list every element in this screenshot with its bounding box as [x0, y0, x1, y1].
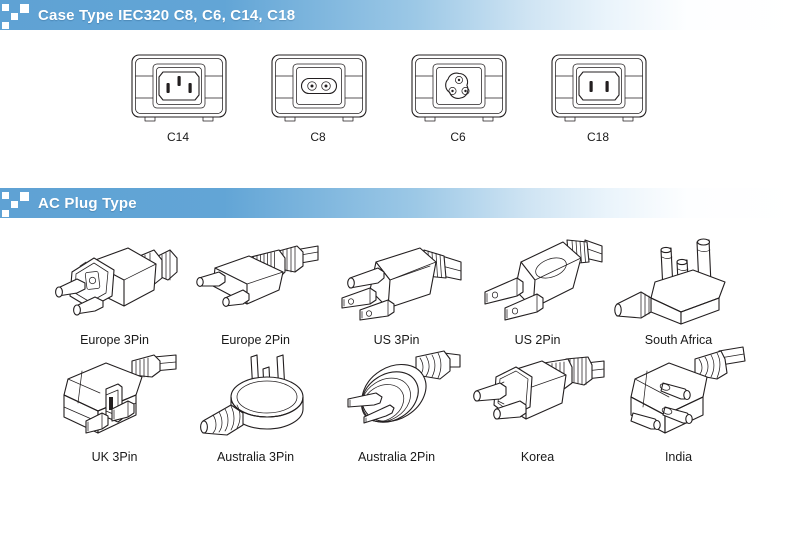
pixel-squares-icon — [0, 0, 32, 30]
plug-caption-australia-3pin: Australia 3Pin — [216, 450, 295, 464]
plug-item-us-3pin: US 3Pin — [326, 236, 467, 347]
plug-australia-3pin-art — [185, 353, 326, 445]
plug-item-europe-3pin: Europe 3Pin — [44, 236, 185, 347]
pixel-squares-icon — [0, 188, 32, 218]
plug-caption-korea: Korea — [520, 450, 555, 464]
iec-caption-c18: C18 — [586, 130, 609, 144]
plug-row-2: UK 3Pin A — [44, 346, 800, 464]
iec-c8-art — [248, 52, 388, 124]
plug-caption-us-3pin: US 3Pin — [373, 333, 420, 347]
plug-caption-europe-3pin: Europe 3Pin — [80, 333, 149, 347]
plug-europe-2pin-art — [185, 236, 326, 328]
iec-c18-art — [528, 52, 668, 124]
plug-us-3pin-art — [326, 236, 467, 328]
plug-australia-2pin-art — [326, 350, 467, 445]
plug-caption-india: India — [664, 450, 693, 464]
iec-c6-art — [388, 52, 528, 124]
plug-south-africa-art — [608, 236, 749, 328]
section-header-ac-plug-type: AC Plug Type — [0, 188, 800, 218]
plug-item-australia-3pin: Australia 3Pin — [185, 353, 326, 464]
plug-item-south-africa: South Africa — [608, 236, 749, 347]
plug-caption-us-2pin: US 2Pin — [514, 333, 561, 347]
plug-item-korea: Korea — [467, 353, 608, 464]
iec-caption-c6: C6 — [450, 130, 466, 144]
plug-item-europe-2pin: Europe 2Pin — [185, 236, 326, 347]
iec-case-type-row: C14 C8 — [108, 30, 800, 144]
iec-caption-c14: C14 — [166, 130, 189, 144]
plug-us-2pin-art — [467, 236, 608, 328]
iec-item-c14: C14 — [108, 52, 248, 144]
plug-caption-uk-3pin: UK 3Pin — [91, 450, 138, 464]
plug-item-india: India — [608, 346, 749, 464]
plug-caption-europe-2pin: Europe 2Pin — [221, 333, 290, 347]
iec-caption-c8: C8 — [310, 130, 326, 144]
plug-row-1: Europe 3Pin — [44, 218, 800, 347]
iec-item-c18: C18 — [528, 52, 668, 144]
plug-india-art — [608, 346, 749, 445]
plug-uk-3pin-art — [44, 353, 185, 445]
iec-item-c8: C8 — [248, 52, 388, 144]
page-title-ac-plug-type: AC Plug Type — [38, 194, 137, 212]
plug-item-australia-2pin: Australia 2Pin — [326, 350, 467, 464]
plug-caption-australia-2pin: Australia 2Pin — [357, 450, 436, 464]
plug-europe-3pin-art — [44, 236, 185, 328]
plug-korea-art — [467, 353, 608, 445]
plug-item-us-2pin: US 2Pin — [467, 236, 608, 347]
iec-item-c6: C6 — [388, 52, 528, 144]
iec-c14-art — [108, 52, 248, 124]
plug-item-uk-3pin: UK 3Pin — [44, 353, 185, 464]
page-title-case-type: Case Type IEC320 C8, C6, C14, C18 — [38, 6, 296, 24]
section-header-case-type: Case Type IEC320 C8, C6, C14, C18 — [0, 0, 800, 30]
plug-caption-south-africa: South Africa — [644, 333, 713, 347]
